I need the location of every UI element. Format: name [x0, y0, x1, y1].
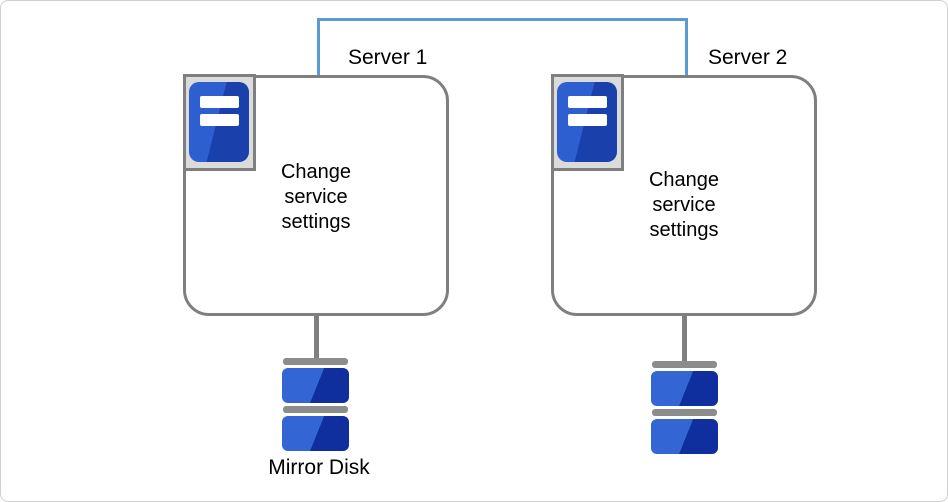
- mirror-disk-icon: [282, 358, 349, 454]
- disk-platter: [282, 368, 349, 403]
- tower-drive-slot: [567, 114, 607, 126]
- tower-drive-slot: [199, 96, 239, 108]
- disk-platter: [651, 419, 718, 454]
- server1-action-text: Change service settings: [280, 161, 352, 233]
- tower-body: [189, 82, 249, 162]
- tower-body: [557, 82, 617, 162]
- disk-cap: [283, 406, 348, 413]
- disk-platter: [651, 371, 718, 406]
- server2-label: Server 2: [708, 46, 788, 69]
- disk-connector-line: [682, 315, 687, 364]
- disk-cap: [283, 358, 348, 365]
- tower-drive-slot: [567, 96, 607, 108]
- disk-cap: [652, 361, 717, 368]
- server2-action-text: Change service settings: [648, 169, 720, 241]
- server-interconnect-line: [317, 18, 688, 76]
- mirror-disk-label: Mirror Disk: [268, 456, 370, 479]
- disk-connector-line: [314, 314, 319, 361]
- server1-label: Server 1: [348, 46, 428, 69]
- disk-cap: [652, 409, 717, 416]
- server-tower-icon: [183, 74, 256, 171]
- disk-platter: [282, 416, 349, 451]
- mirror-disk-icon: [651, 361, 718, 457]
- server-tower-icon: [551, 74, 624, 171]
- tower-drive-slot: [199, 114, 239, 126]
